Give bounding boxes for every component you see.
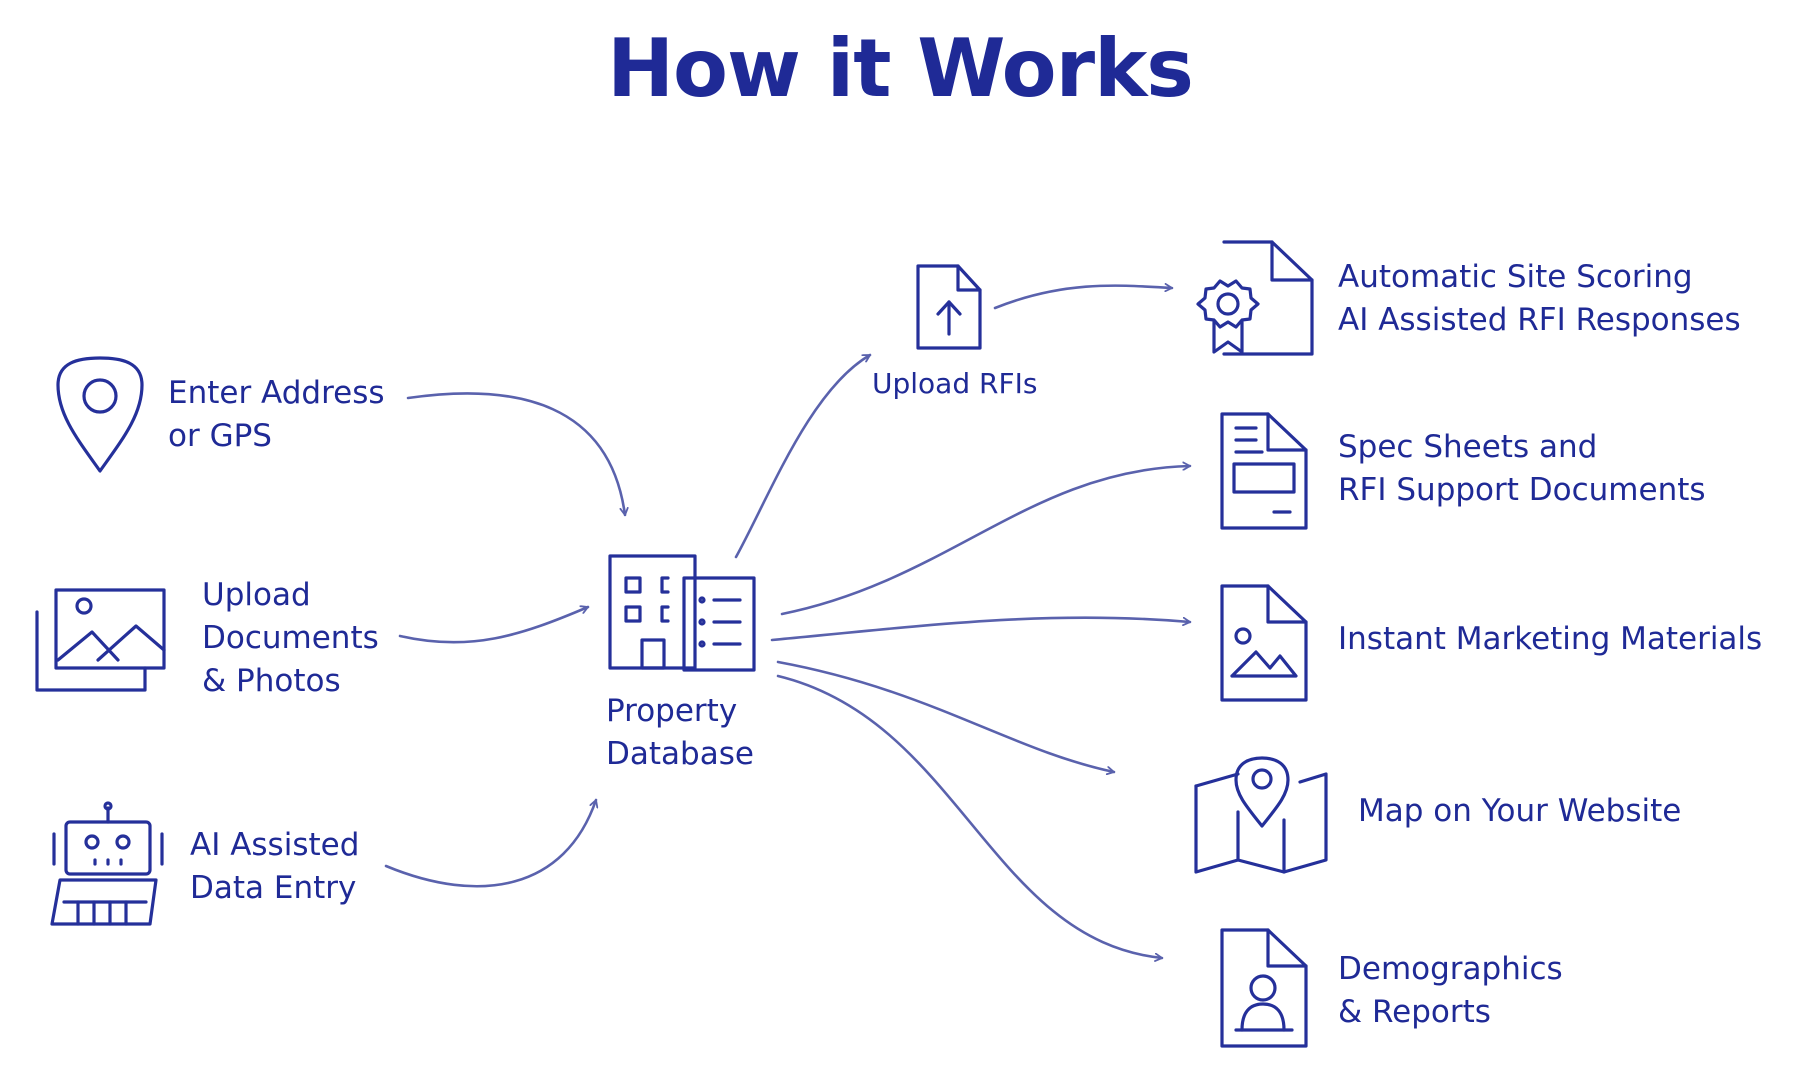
- photo-gallery-icon: [35, 588, 166, 692]
- output-label-demographics: Demographics & Reports: [1338, 948, 1563, 1034]
- label-line: Spec Sheets and: [1338, 429, 1598, 465]
- label-line: Database: [606, 736, 754, 772]
- label-line: Documents: [202, 620, 379, 656]
- input-label-upload: Upload Documents & Photos: [202, 574, 379, 703]
- arrow-rfi-to-scoring: [993, 286, 1174, 310]
- label-line: & Reports: [1338, 994, 1491, 1030]
- flow-arrows: [384, 286, 1192, 958]
- arrow-hub-to-map: [776, 660, 1116, 772]
- label-line: Demographics: [1338, 951, 1563, 987]
- label-line: Data Entry: [190, 870, 357, 906]
- arrow-ai-entry-to-hub: [384, 798, 596, 888]
- label-line: Enter Address: [168, 375, 385, 411]
- arrow-address-to-hub: [406, 392, 625, 517]
- hub-label: Property Database: [606, 690, 754, 776]
- label-line: Automatic Site Scoring: [1338, 259, 1693, 295]
- arrow-upload-to-hub: [398, 607, 590, 644]
- profile-report-document-icon: [1220, 928, 1308, 1048]
- input-label-address: Enter Address or GPS: [168, 372, 385, 458]
- page-title: How it Works: [607, 22, 1194, 115]
- input-label-ai-entry: AI Assisted Data Entry: [190, 824, 359, 910]
- arrow-hub-to-rfi: [734, 353, 872, 559]
- robot-icon: [50, 801, 164, 926]
- label-line: Upload RFIs: [872, 367, 1038, 400]
- output-label-scoring: Automatic Site Scoring AI Assisted RFI R…: [1338, 256, 1741, 342]
- label-line: or GPS: [168, 418, 272, 454]
- label-line: Upload: [202, 577, 311, 613]
- spec-sheet-document-icon: [1220, 412, 1308, 530]
- arrow-hub-to-marketing: [770, 616, 1192, 642]
- label-line: AI Assisted RFI Responses: [1338, 302, 1741, 338]
- output-label-spec: Spec Sheets and RFI Support Documents: [1338, 426, 1706, 512]
- label-line: RFI Support Documents: [1338, 472, 1706, 508]
- label-line: Map on Your Website: [1358, 793, 1682, 829]
- label-line: Property: [606, 693, 738, 729]
- label-line: & Photos: [202, 663, 341, 699]
- certificate-document-icon: [1196, 240, 1314, 356]
- label-line: Instant Marketing Materials: [1338, 621, 1763, 657]
- upload-file-icon: [916, 264, 982, 350]
- building-database-icon: [608, 554, 756, 672]
- image-document-icon: [1220, 584, 1308, 702]
- arrow-hub-to-demographics: [776, 674, 1164, 958]
- location-pin-icon: [56, 356, 144, 473]
- output-label-map: Map on Your Website: [1358, 790, 1681, 833]
- rfi-label: Upload RFIs: [872, 362, 1037, 405]
- arrow-hub-to-spec: [780, 466, 1192, 616]
- label-line: AI Assisted: [190, 827, 360, 863]
- output-label-marketing: Instant Marketing Materials: [1338, 618, 1762, 661]
- map-pin-icon: [1194, 756, 1328, 874]
